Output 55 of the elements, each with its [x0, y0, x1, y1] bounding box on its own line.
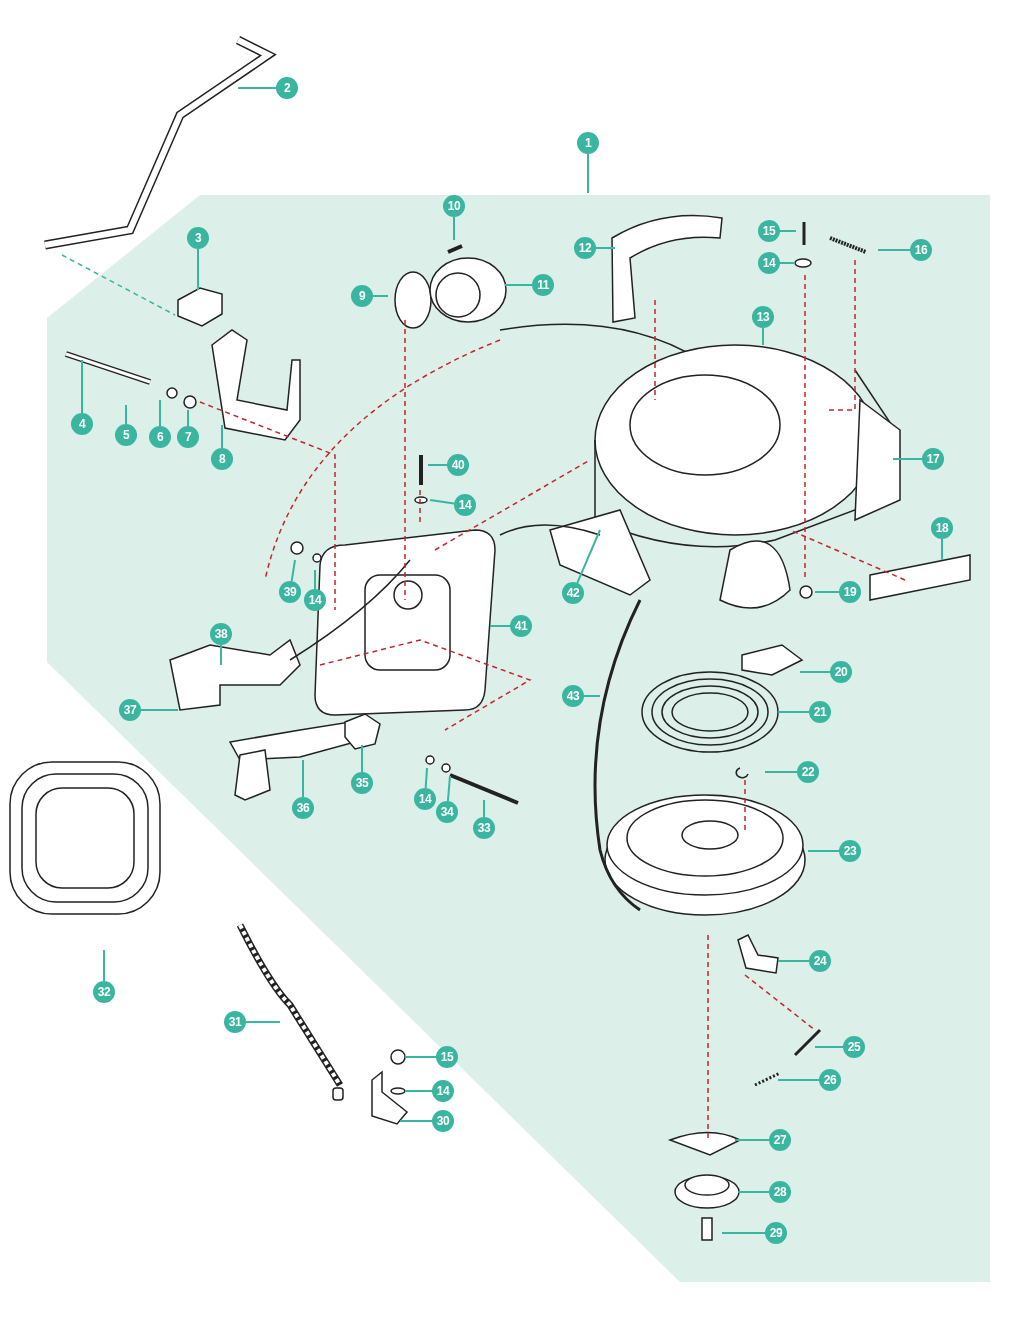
callout-number: 31	[224, 1011, 246, 1033]
leader-line	[762, 327, 764, 346]
leader-line	[404, 1090, 433, 1092]
leader-line	[777, 960, 810, 962]
callout-number: 30	[432, 1110, 454, 1132]
leader-line	[361, 744, 363, 773]
callout-number: 1	[577, 132, 599, 154]
leader-line	[404, 1056, 437, 1058]
leader-line	[814, 1046, 844, 1048]
leader-line	[302, 759, 304, 798]
leader-line	[245, 1021, 281, 1023]
leader-line	[504, 284, 533, 286]
leader-line	[583, 695, 601, 697]
leader-line	[764, 771, 798, 773]
leader-line	[220, 644, 222, 666]
leader-line	[424, 767, 428, 789]
leader-line	[125, 404, 127, 425]
leader-line	[941, 538, 943, 561]
leader-line	[587, 153, 589, 194]
leader-line	[372, 295, 389, 297]
leader-line	[734, 1139, 770, 1141]
leader-line	[576, 529, 601, 584]
leader-line	[159, 399, 161, 427]
leader-line	[446, 775, 451, 803]
leader-line	[140, 709, 179, 711]
leader-line	[453, 216, 455, 241]
leader-line	[237, 87, 277, 89]
leader-line	[814, 591, 840, 593]
leader-line	[877, 249, 911, 251]
callout-number: 32	[93, 981, 115, 1003]
leader-line	[737, 1191, 770, 1193]
leader-line	[489, 625, 511, 627]
leader-line	[721, 1232, 766, 1234]
leader-line	[197, 248, 199, 291]
leader-line	[314, 569, 316, 590]
leader-line	[427, 464, 448, 466]
leader-line	[779, 230, 797, 232]
leader-line	[429, 499, 456, 505]
callout-number: 2	[276, 77, 298, 99]
leader-line	[81, 359, 83, 414]
leader-line	[779, 262, 796, 264]
callout-number: 15	[436, 1046, 458, 1068]
leader-line	[187, 409, 189, 427]
leader-line	[221, 424, 223, 449]
leader-line	[103, 949, 105, 982]
leader-line	[807, 850, 840, 852]
leader-line	[290, 559, 296, 583]
callout-number: 14	[432, 1080, 454, 1102]
leader-line	[892, 458, 923, 460]
leader-line	[595, 247, 616, 249]
leader-line	[777, 1079, 820, 1081]
leader-line	[799, 671, 831, 673]
leader-line	[399, 1120, 433, 1122]
leader-line	[777, 711, 810, 713]
leader-line	[483, 799, 485, 818]
